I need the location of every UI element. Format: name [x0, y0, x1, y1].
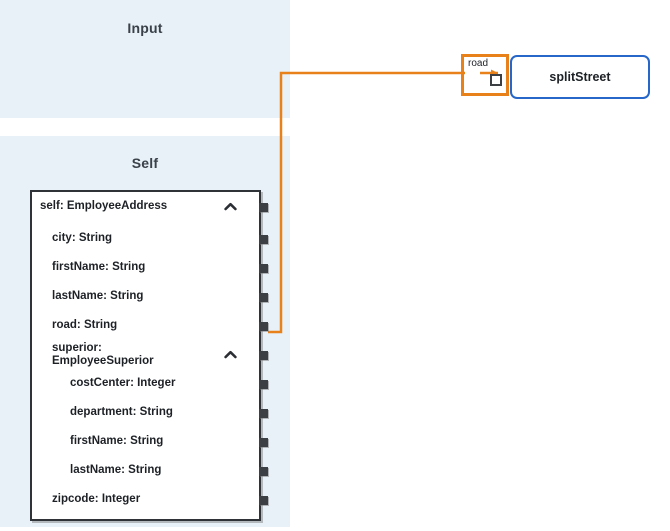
- self-field-port[interactable]: [259, 409, 268, 418]
- input-section-background: [0, 0, 290, 118]
- self-field-row[interactable]: lastName: String: [32, 282, 259, 311]
- self-field-port[interactable]: [259, 322, 268, 331]
- target-port-socket[interactable]: [490, 74, 502, 86]
- input-section-title: Input: [127, 20, 163, 36]
- self-field-label: lastName: String: [52, 290, 144, 302]
- self-field-label: zipcode: Integer: [52, 493, 141, 505]
- self-field-row[interactable]: firstName: String: [32, 253, 259, 282]
- target-port-label: road: [468, 58, 489, 69]
- function-node-splitstreet[interactable]: splitStreet: [510, 55, 650, 99]
- self-field-row[interactable]: zipcode: Integer: [32, 485, 259, 514]
- self-field-port[interactable]: [259, 351, 268, 360]
- self-field-port[interactable]: [259, 235, 268, 244]
- self-field-label: self: EmployeeAddress: [40, 200, 168, 212]
- self-field-label: road: String: [52, 319, 118, 331]
- target-port-road[interactable]: road: [461, 54, 509, 96]
- chevron-up-icon[interactable]: [223, 202, 237, 212]
- self-field-port[interactable]: [259, 467, 268, 476]
- self-field-port[interactable]: [259, 203, 268, 212]
- self-field-row[interactable]: self: EmployeeAddress: [32, 192, 259, 221]
- self-field-label: department: String: [70, 406, 173, 418]
- self-field-row[interactable]: costCenter: Integer: [32, 369, 259, 398]
- self-field-label: firstName: String: [52, 261, 146, 273]
- self-field-row[interactable]: superior: EmployeeSuperior: [32, 340, 259, 369]
- chevron-up-icon[interactable]: [223, 350, 237, 360]
- function-node-label: splitStreet: [549, 70, 611, 84]
- self-field-row[interactable]: city: String: [32, 224, 259, 253]
- self-field-port[interactable]: [259, 496, 268, 505]
- self-field-label: firstName: String: [70, 435, 164, 447]
- self-field-row[interactable]: lastName: String: [32, 456, 259, 485]
- self-field-label: superior: EmployeeSuperior: [52, 341, 154, 367]
- self-field-row[interactable]: firstName: String: [32, 427, 259, 456]
- self-field-port[interactable]: [259, 438, 268, 447]
- self-field-label: lastName: String: [70, 464, 162, 476]
- self-field-port[interactable]: [259, 264, 268, 273]
- self-field-port[interactable]: [259, 293, 268, 302]
- self-field-label: city: String: [52, 232, 113, 244]
- self-field-port[interactable]: [259, 380, 268, 389]
- self-field-label: costCenter: Integer: [70, 377, 176, 389]
- self-field-row[interactable]: road: String: [32, 311, 259, 340]
- self-structure-panel: self: EmployeeAddress city: String firstNa…: [30, 190, 261, 521]
- self-field-row[interactable]: department: String: [32, 398, 259, 427]
- self-section-title: Self: [131, 155, 159, 171]
